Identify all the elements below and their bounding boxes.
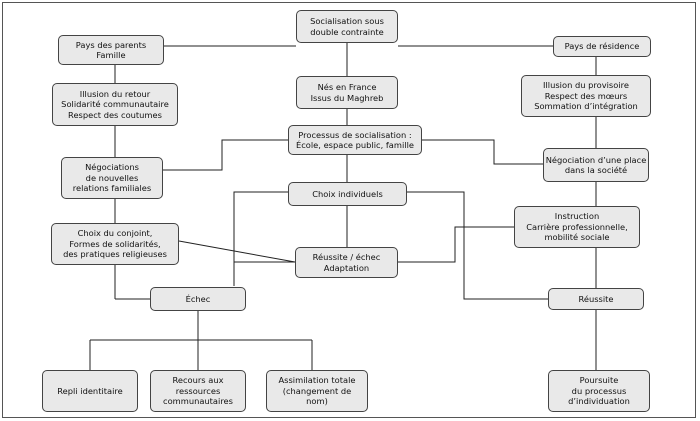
- node-text: communautaires: [163, 396, 233, 407]
- node-text: Pays des parents: [75, 39, 147, 50]
- node-recours: Recours aux ressources communautaires: [150, 370, 246, 412]
- node-text: École, espace public, famille: [296, 140, 414, 150]
- node-text: Négociations: [85, 162, 139, 173]
- node-echec: Échec: [150, 287, 246, 311]
- node-text: Échec: [185, 293, 211, 304]
- node-text: des pratiques religieuses: [63, 249, 167, 260]
- node-text: Assimilation totale: [278, 375, 356, 386]
- node-assimilation: Assimilation totale (changement de nom): [266, 370, 368, 412]
- node-text: Respect des coutumes: [68, 109, 162, 120]
- connector: [463, 222, 548, 300]
- node-reussite: Réussite: [548, 288, 644, 310]
- node-text: Instruction: [554, 211, 600, 222]
- node-processus: Processus de socialisation : École, espa…: [288, 125, 422, 155]
- node-text: mobilité sociale: [544, 232, 610, 243]
- node-reussite-echec: Réussite / échec Adaptation: [295, 247, 398, 278]
- node-text: (changement de: [282, 385, 352, 396]
- node-text: Réussite / échec: [312, 252, 381, 262]
- node-illusion-retour: Illusion du retour Solidarité communauta…: [52, 83, 178, 126]
- node-repli: Repli identitaire: [42, 370, 138, 412]
- node-poursuite: Poursuite du processus d’individuation: [548, 370, 650, 412]
- node-text: Sommation d’intégration: [534, 101, 638, 112]
- node-text: double contrainte: [310, 26, 384, 37]
- node-choix-individuels: Choix individuels: [288, 182, 407, 206]
- node-text: Carrière professionnelle,: [526, 221, 628, 232]
- node-text: Recours aux: [172, 375, 224, 386]
- node-text: Famille: [96, 50, 126, 60]
- node-text: Illusion du provisoire: [543, 80, 629, 91]
- node-text: relations familiales: [72, 183, 152, 194]
- connector: [233, 191, 288, 286]
- node-text: du processus: [571, 385, 627, 396]
- node-text: Illusion du retour: [79, 88, 151, 99]
- node-text: Respect des mœurs: [544, 90, 628, 101]
- node-text: Poursuite: [579, 375, 619, 386]
- connector: [407, 191, 465, 222]
- connector: [178, 240, 296, 263]
- node-text: Processus de socialisation :: [298, 129, 412, 140]
- node-text: d’individuation: [568, 396, 630, 407]
- node-text: Réussite: [578, 293, 614, 304]
- node-text: Solidarité communautaire: [61, 99, 169, 110]
- node-nes-france: Nés en France Issus du Maghreb: [296, 76, 398, 109]
- node-text: Formes de solidarités,: [69, 238, 161, 249]
- node-instruction: Instruction Carrière professionnelle, mo…: [514, 206, 640, 248]
- node-text: Repli identitaire: [57, 385, 123, 396]
- node-text: nom): [306, 396, 328, 407]
- node-choix-conjoint: Choix du conjoint, Formes de solidarités…: [51, 223, 179, 265]
- node-negociations: Négociations de nouvelles relations fami…: [61, 157, 163, 199]
- node-text: dans la société: [564, 165, 628, 175]
- node-text: ressources: [175, 385, 221, 396]
- connector: [163, 139, 288, 171]
- node-text: Nés en France: [317, 82, 377, 92]
- node-socialisation: Socialisation sous double contrainte: [296, 10, 398, 43]
- node-text: Issus du Maghreb: [310, 92, 384, 103]
- node-pays-residence: Pays de résidence: [553, 36, 651, 57]
- node-text: Pays de résidence: [564, 41, 640, 52]
- node-pays-parents: Pays des parents Famille: [58, 35, 164, 65]
- node-negociation-place: Négociation d’une place dans la société: [543, 148, 649, 182]
- node-text: Négociation d’une place: [545, 154, 647, 165]
- node-text: de nouvelles: [85, 172, 139, 183]
- node-text: Choix individuels: [312, 188, 383, 199]
- connector: [422, 139, 543, 165]
- node-text: Adaptation: [323, 262, 370, 273]
- connector: [398, 226, 514, 263]
- node-illusion-provisoire: Illusion du provisoire Respect des mœurs…: [521, 75, 651, 117]
- node-text: Choix du conjoint,: [77, 228, 153, 239]
- node-text: Socialisation sous: [310, 16, 384, 26]
